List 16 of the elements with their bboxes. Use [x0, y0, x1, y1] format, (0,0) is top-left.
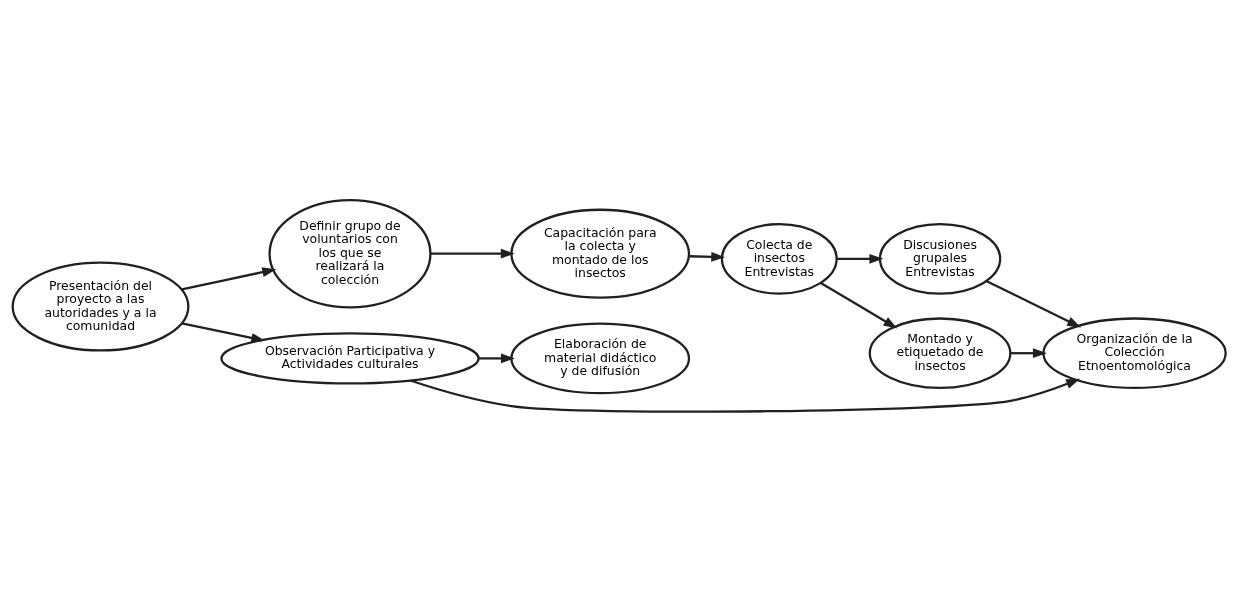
arrow [836, 253, 884, 264]
node-ellipse: Colecta de insectos Entrevistas [720, 222, 838, 295]
node-ellipse: Discusiones grupales Entrevistas [878, 222, 1002, 295]
arrow [985, 279, 1082, 328]
node-ellipse: Presentación del proyecto a las autoridades y a la comunidad [11, 261, 190, 352]
arrow [688, 251, 726, 262]
arrow [181, 321, 266, 343]
arrow [181, 266, 277, 290]
arrow [430, 248, 515, 259]
arrow [409, 378, 1081, 413]
arrow [1010, 347, 1047, 358]
arrow [478, 353, 515, 363]
node-ellipse: Definir grupo de voluntarios con los que se realizará la colección [268, 198, 432, 308]
node-ellipse: Elaboración de material didáctico y de difusión [510, 322, 691, 394]
node-ellipse: Capacitación para la colecta y montado de los insectos [510, 208, 691, 299]
arrow [820, 281, 898, 328]
